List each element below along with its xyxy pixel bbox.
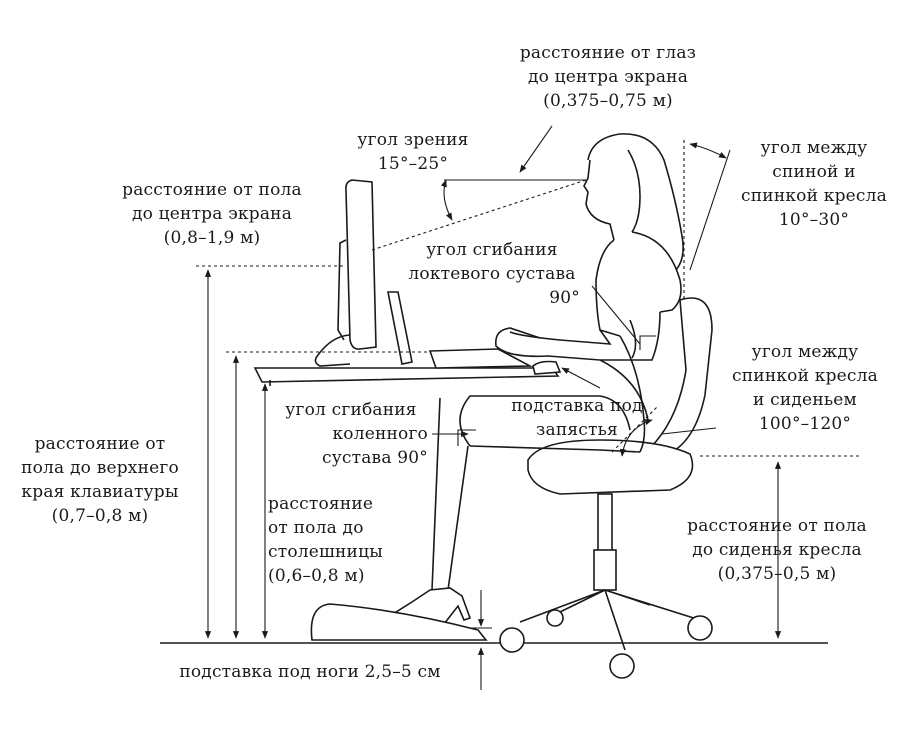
eye-distance-label: расстояние от глаз до центра экрана (0,3… bbox=[519, 43, 697, 111]
wrist-rest bbox=[532, 360, 562, 375]
elbow-angle-label: угол сгибания локтевого сустава 90° bbox=[408, 240, 580, 308]
wrist-rest-label: подставка под запястья bbox=[511, 396, 643, 440]
elbow-pointer bbox=[591, 285, 641, 345]
backrest-angle-line bbox=[689, 149, 731, 271]
desk bbox=[253, 367, 560, 386]
back-angle-label: угол между спиной и спинкой кресла 10°–3… bbox=[741, 138, 887, 230]
screen-height-label: расстояние от пола до центра экрана (0,8… bbox=[122, 180, 302, 248]
eye-distance-pointer bbox=[519, 125, 553, 173]
back-angle-arc bbox=[689, 142, 727, 159]
backrest-seat-angle-label: угол между спинкой кресла и сиденьем 100… bbox=[732, 342, 878, 434]
keyboard-height-label: расстояние от пола до верхнего края клав… bbox=[21, 434, 179, 526]
footrest-label: подставка под ноги 2,5–5 см bbox=[179, 662, 441, 682]
wrist-rest-pointer bbox=[561, 367, 601, 389]
knee-angle-label: угол сгибания коленного сустава 90° bbox=[285, 400, 428, 468]
keyboard bbox=[428, 348, 534, 369]
monitor bbox=[314, 179, 413, 367]
view-angle-label: угол зрения 15°–25° bbox=[357, 130, 469, 174]
desk-height-label: расстояние от пола до столешницы (0,6–0,… bbox=[268, 494, 383, 586]
chair bbox=[499, 297, 713, 679]
footrest bbox=[310, 603, 488, 641]
person bbox=[388, 133, 684, 625]
backrest-seat-arc bbox=[619, 419, 653, 457]
view-angle-arc bbox=[440, 179, 453, 221]
seat-height-label: расстояние от пола до сиденья кресла (0,… bbox=[687, 516, 867, 584]
sight-line bbox=[371, 179, 587, 251]
